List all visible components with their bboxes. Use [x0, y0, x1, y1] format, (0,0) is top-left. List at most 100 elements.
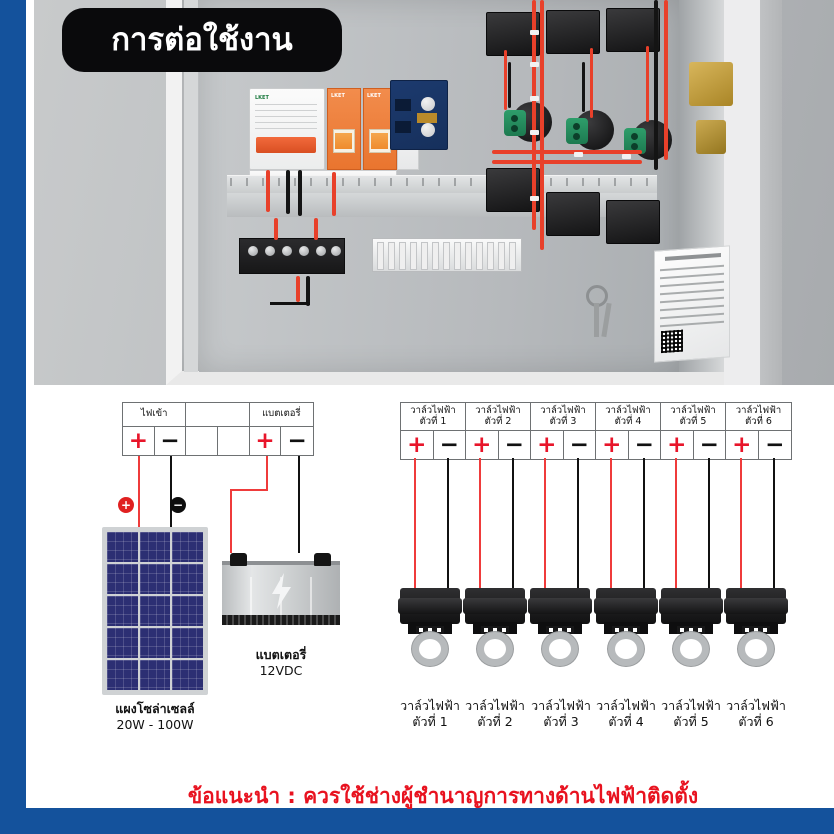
content-sheet: LKET LKET LKET — [26, 0, 834, 808]
pcb-capacitor-bottom — [421, 123, 435, 137]
valve-outlet-ring — [608, 632, 644, 666]
valve-cell-plus-5[interactable]: + — [661, 431, 694, 459]
terminal-block-power — [239, 238, 345, 274]
spd-a-indicator — [335, 133, 352, 149]
pcb-capacitor-top — [421, 97, 435, 111]
valve-2-caption: วาล์วไฟฟ้า ตัวที่ 2 — [465, 698, 525, 729]
terminal-cell-empty[interactable] — [186, 427, 219, 455]
valve-cell-minus-4[interactable]: − — [629, 431, 661, 459]
breaker-brand: LKET — [255, 95, 269, 101]
timer-relay-module — [546, 192, 600, 236]
battery-positive-lead-h — [230, 489, 268, 491]
battery-12vdc — [222, 553, 340, 625]
valve-5-negative-lead — [708, 458, 710, 590]
valve-1-positive-lead — [414, 458, 416, 590]
valve-cell-minus-1[interactable]: − — [434, 431, 466, 459]
battery-caption: แบตเตอรี่ 12VDC — [255, 647, 307, 678]
valve-cell-minus-2[interactable]: − — [499, 431, 531, 459]
valve-3-negative-lead — [577, 458, 579, 590]
valve-group-label-2: วาล์วไฟฟ้า ตัวที่ 2 — [466, 403, 531, 431]
keys — [582, 285, 628, 341]
cable-gland — [566, 110, 614, 150]
valve-cell-plus-3[interactable]: + — [531, 431, 564, 459]
valve-2-negative-lead — [512, 458, 514, 590]
breaker-label-lines — [255, 104, 317, 134]
terminal-polarity-cells: + − + − — [123, 427, 313, 455]
terminal-cell-plus[interactable]: + — [123, 427, 155, 455]
battery-positive-terminal — [230, 553, 247, 566]
gland-green-body — [624, 128, 646, 154]
valve-4-negative-lead — [643, 458, 645, 590]
timer-relay-module — [606, 8, 660, 52]
page-title: การต่อใช้งาน — [111, 21, 293, 58]
breaker-toggle — [256, 137, 316, 153]
valve-group-label-6: วาล์วไฟฟ้า ตัวที่ 6 — [726, 403, 791, 431]
valve-4-caption: วาล์วไฟฟ้า ตัวที่ 4 — [596, 698, 656, 729]
solenoid-valve-1 — [398, 588, 462, 666]
valve-5-caption: วาล์วไฟฟ้า ตัวที่ 5 — [661, 698, 721, 729]
solar-negative-lead — [170, 456, 172, 539]
solar-minus-badge: − — [170, 497, 186, 513]
valve-outlet-ring — [542, 632, 578, 666]
control-cabinet-photo: LKET LKET LKET — [34, 0, 834, 385]
terminal-cell-minus[interactable]: − — [155, 427, 187, 455]
pcb-inductor — [417, 113, 437, 123]
cabinet-door-edge — [184, 0, 198, 372]
valve-group-label-5: วาล์วไฟฟ้า ตัวที่ 5 — [661, 403, 726, 431]
valve-group-labels: วาล์วไฟฟ้า ตัวที่ 1 วาล์วไฟฟ้า ตัวที่ 2 … — [401, 403, 791, 431]
valve-outlet-ring — [412, 632, 448, 666]
valve-1-caption: วาล์วไฟฟ้า ตัวที่ 1 — [400, 698, 460, 729]
terminal-cell-minus[interactable]: − — [287, 427, 307, 454]
terminal-block-valves — [372, 238, 522, 272]
spd-a-brand: LKET — [331, 93, 345, 99]
valve-1-negative-lead — [447, 458, 449, 590]
power-battery-terminal-strip: ไฟเข้า แบตเตอรี่ + − — [122, 402, 314, 456]
circuit-breaker: LKET — [249, 88, 325, 170]
battery-positive-lead — [266, 456, 268, 489]
valve-4-positive-lead — [610, 458, 612, 590]
spd-b-brand: LKET — [367, 93, 381, 99]
solenoid-valve-3 — [528, 588, 592, 666]
valve-cell-minus-6[interactable]: − — [765, 431, 785, 458]
valve-5-positive-lead — [675, 458, 677, 590]
battery-bolt-icon — [272, 573, 291, 609]
terminal-group-label: ไฟเข้า — [123, 403, 187, 427]
valve-3-positive-lead — [544, 458, 546, 590]
valve-cell-plus-4[interactable]: + — [596, 431, 629, 459]
valve-cell-minus-3[interactable]: − — [564, 431, 596, 459]
battery-negative-terminal — [314, 553, 331, 566]
solar-plus-badge: + — [118, 497, 134, 513]
solar-panel-caption: แผงโซล่าเซลล์ 20W - 100W — [115, 701, 195, 732]
solenoid-valve-4 — [594, 588, 658, 666]
terminal-group-labels: ไฟเข้า แบตเตอรี่ — [123, 403, 314, 427]
valve-6-positive-lead — [740, 458, 742, 590]
qr-code — [661, 329, 683, 354]
solenoid-valve-6 — [724, 588, 788, 666]
valve-group-label-1: วาล์วไฟฟ้า ตัวที่ 1 — [401, 403, 466, 431]
solar-cell-grid — [107, 532, 203, 690]
dc-converter-pcb — [390, 80, 448, 150]
surge-protector-a: LKET — [327, 88, 361, 170]
valve-6-caption: วาล์วไฟฟ้า ตัวที่ 6 — [726, 698, 786, 729]
cabinet-right-shadow — [760, 0, 782, 385]
terminal-cell-empty[interactable] — [218, 427, 250, 455]
cabinet-latch-lower — [696, 120, 726, 154]
valve-outlet-ring — [673, 632, 709, 666]
valve-outlet-ring — [738, 632, 774, 666]
pcb-connector-bottom — [395, 121, 411, 133]
terminal-cell-plus[interactable]: + — [250, 427, 282, 455]
valve-cell-minus-5[interactable]: − — [694, 431, 726, 459]
battery-positive-lead-down — [230, 489, 232, 553]
cabinet-latch — [689, 62, 733, 106]
valve-cell-plus-2[interactable]: + — [466, 431, 499, 459]
valve-cell-plus-6[interactable]: + — [726, 431, 759, 459]
solar-positive-lead — [138, 456, 140, 539]
valve-outlet-ring — [477, 632, 513, 666]
battery-negative-lead — [298, 456, 300, 553]
wiring-diagram: ไฟเข้า แบตเตอรี่ + − — [26, 385, 834, 775]
timer-relay-module — [606, 200, 660, 244]
valve-group-label-4: วาล์วไฟฟ้า ตัวที่ 4 — [596, 403, 661, 431]
valve-cell-plus-1[interactable]: + — [401, 431, 434, 459]
gland-green-body — [504, 110, 526, 136]
